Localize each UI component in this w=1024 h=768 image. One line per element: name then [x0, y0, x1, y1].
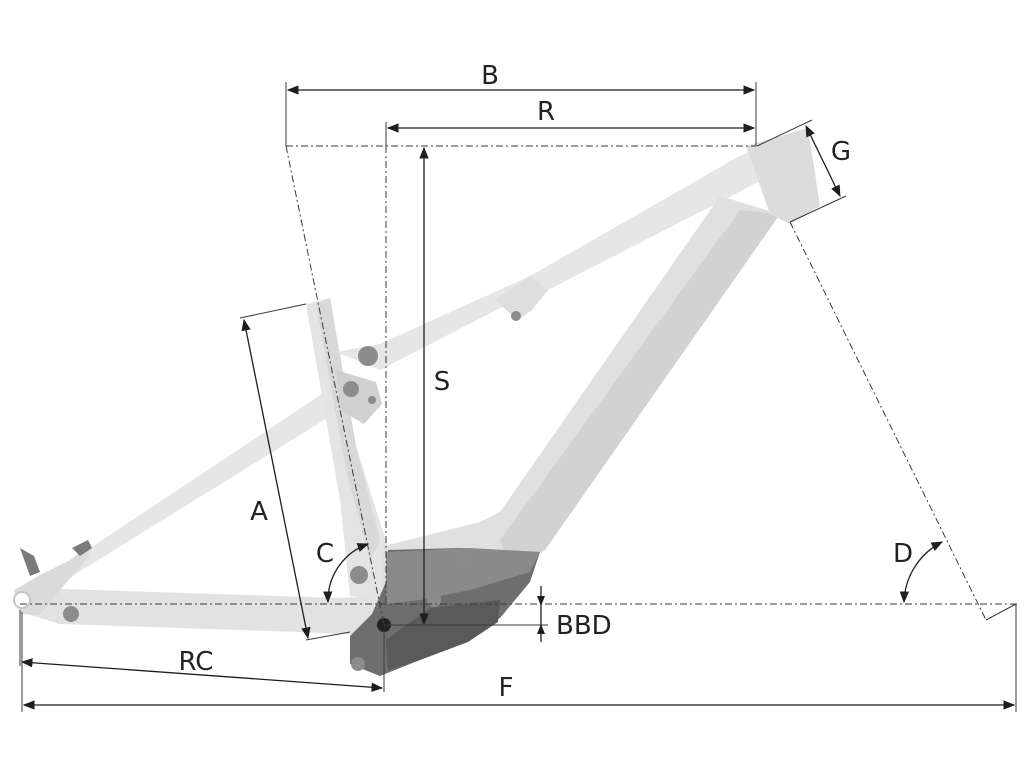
motor-bolt — [456, 552, 472, 568]
derailleur-hanger — [20, 548, 40, 576]
pivot-hole — [343, 381, 359, 397]
pivot-hole — [350, 566, 368, 584]
dim-G-ext-bottom — [789, 195, 847, 223]
down-tube-shade — [500, 210, 780, 566]
brake-mount — [72, 540, 92, 556]
label-F: F — [499, 673, 514, 703]
dim-A-ext-bottom — [305, 631, 351, 641]
head-tube — [746, 128, 820, 224]
pivot-hole — [63, 606, 79, 622]
label-R: R — [537, 97, 555, 127]
pivot-hole — [358, 346, 378, 366]
dimension-lines — [19, 82, 1017, 712]
steering-axis — [789, 221, 987, 621]
motor-bolt — [351, 657, 365, 671]
dim-BBD-arrow-top — [537, 596, 545, 606]
motor-bolt — [427, 593, 441, 607]
dim-BBD-arrow-bottom — [537, 624, 545, 634]
top-tube — [336, 148, 770, 370]
rear-axle — [13, 591, 31, 609]
cable-port-hole — [511, 311, 521, 321]
dim-C-arc — [323, 543, 370, 604]
label-S: S — [434, 367, 451, 397]
dimension-labels: B R G S A C D BBD RC F — [179, 61, 913, 703]
label-C: C — [316, 539, 334, 569]
dim-RC — [20, 658, 384, 692]
motor-cover-dark — [386, 600, 500, 670]
seat-tube-shade — [316, 298, 380, 560]
rear-dropout — [14, 545, 90, 615]
dim-G-ext-top — [756, 119, 813, 147]
dim-D-arc — [899, 541, 944, 604]
steering-axis-tick — [985, 603, 1017, 621]
dim-G — [805, 124, 841, 198]
label-B: B — [481, 61, 499, 91]
label-RC: RC — [179, 647, 214, 677]
label-D: D — [893, 539, 913, 569]
top-tube-gusset — [496, 276, 548, 320]
label-G: G — [831, 137, 851, 167]
label-BBD: BBD — [556, 611, 612, 641]
pivot-hole — [368, 396, 376, 404]
bike-frame — [13, 128, 820, 676]
label-A: A — [250, 497, 268, 527]
dim-A-ext-top — [239, 303, 307, 319]
dim-A — [241, 318, 311, 640]
